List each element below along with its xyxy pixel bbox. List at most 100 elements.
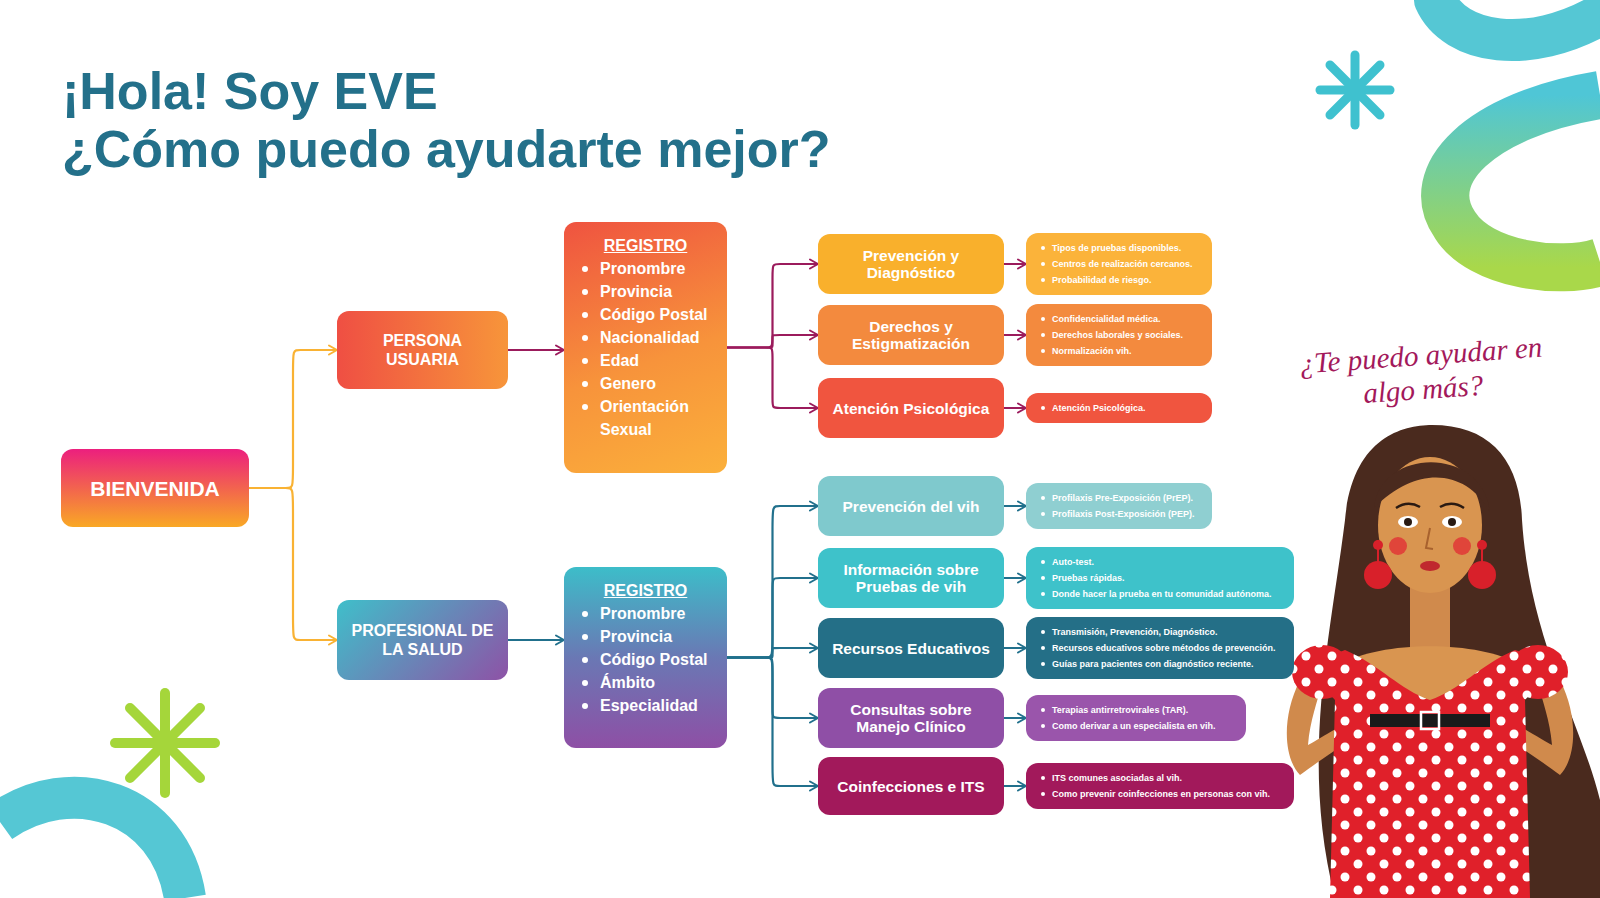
connector-arrow bbox=[1004, 334, 1026, 336]
list-item: Provincia bbox=[564, 625, 719, 648]
list-item: Orientación Sexual bbox=[564, 395, 719, 441]
list-item: Código Postal bbox=[564, 303, 719, 326]
list-item: Donde hacer la prueba en tu comunidad au… bbox=[1038, 586, 1280, 602]
list-item: Profilaxis Pre-Exposición (PrEP). bbox=[1038, 490, 1198, 506]
list-item: Probabilidad de riesgo. bbox=[1038, 272, 1198, 288]
connector-arrow bbox=[727, 648, 818, 658]
start-box: BIENVENIDA bbox=[61, 449, 249, 527]
list-item: Provincia bbox=[564, 280, 719, 303]
list-heading: REGISTRO bbox=[564, 234, 719, 257]
list-item: Guías para pacientes con diagnóstico rec… bbox=[1038, 656, 1280, 672]
box-label: PERSONA USUARIA bbox=[349, 331, 496, 369]
list-item: Especialidad bbox=[564, 694, 719, 717]
brow bbox=[1396, 504, 1464, 508]
eye bbox=[1442, 516, 1462, 528]
dress bbox=[1323, 650, 1538, 898]
connector-arrow bbox=[1004, 505, 1026, 507]
earring bbox=[1477, 540, 1487, 550]
list-item: Edad bbox=[564, 349, 719, 372]
connector-arrow bbox=[1004, 577, 1026, 579]
sleeve bbox=[1508, 645, 1568, 699]
box-label: Derechos y Estigmatización bbox=[828, 318, 994, 352]
box-label: Coinfecciones e ITS bbox=[828, 778, 994, 795]
detail-box: Terapias antirretrovirales (TAR).Como de… bbox=[1026, 695, 1246, 741]
list-item: Genero bbox=[564, 372, 719, 395]
earring bbox=[1468, 561, 1496, 589]
list-item: ITS comunes asociadas al vih. bbox=[1038, 770, 1280, 786]
list-item: Confidencialidad médica. bbox=[1038, 311, 1198, 327]
swoosh bbox=[1445, 95, 1600, 267]
box-label: Prevención y Diagnóstico bbox=[828, 247, 994, 281]
detail-box: ITS comunes asociadas al vih.Como preven… bbox=[1026, 763, 1294, 809]
detail-box: Profilaxis Pre-Exposición (PrEP).Profila… bbox=[1026, 483, 1212, 529]
bangs bbox=[1374, 462, 1490, 512]
pupil bbox=[1448, 518, 1456, 526]
box-label: PROFESIONAL DE LA SALUD bbox=[349, 621, 496, 659]
list-item: Terapias antirretrovirales (TAR). bbox=[1038, 702, 1232, 718]
title: ¡Hola! Soy EVE bbox=[62, 62, 438, 120]
connector-arrow bbox=[1004, 647, 1026, 649]
belt bbox=[1370, 714, 1490, 727]
list-item: Como derivar a un especialista en vih. bbox=[1038, 718, 1232, 734]
list-item: Centros de realización cercanos. bbox=[1038, 256, 1198, 272]
connector-arrow bbox=[727, 348, 818, 409]
nose bbox=[1426, 528, 1433, 549]
buckle bbox=[1421, 712, 1439, 729]
topic-box: Información sobre Pruebas de vih bbox=[818, 548, 1004, 608]
connector-arrow bbox=[1004, 785, 1026, 787]
list-item: Normalización vih. bbox=[1038, 343, 1198, 359]
lips bbox=[1420, 561, 1440, 571]
list-item: Tipos de pruebas disponibles. bbox=[1038, 240, 1198, 256]
detail-box: Tipos de pruebas disponibles.Centros de … bbox=[1026, 233, 1212, 295]
topic-box: Prevención y Diagnóstico bbox=[818, 234, 1004, 294]
swirl bbox=[1435, 0, 1600, 40]
connector-arrow bbox=[727, 578, 818, 658]
pupil bbox=[1404, 518, 1412, 526]
list-item: Recursos educativos sobre métodos de pre… bbox=[1038, 640, 1280, 656]
list-item: Código Postal bbox=[564, 648, 719, 671]
connector-arrow bbox=[508, 349, 564, 351]
cheek bbox=[1453, 537, 1471, 555]
connector-arrow bbox=[1004, 407, 1026, 409]
star bbox=[115, 693, 215, 793]
detail-box: Auto-test.Pruebas rápidas.Donde hacer la… bbox=[1026, 547, 1294, 609]
eye bbox=[1398, 516, 1418, 528]
connector-arrow bbox=[249, 350, 337, 488]
connector-arrow bbox=[727, 506, 818, 658]
topic-box: Recursos Educativos bbox=[818, 618, 1004, 678]
connector-arrow bbox=[727, 658, 818, 787]
connector-arrow bbox=[249, 488, 337, 640]
box-label: Consultas sobre Manejo Clínico bbox=[828, 701, 994, 735]
detail-box: Atención Psicológica. bbox=[1026, 393, 1212, 423]
list-item: Atención Psicológica. bbox=[1038, 400, 1198, 416]
topic-box: Derechos y Estigmatización bbox=[818, 305, 1004, 365]
earring bbox=[1364, 561, 1392, 589]
hair bbox=[1319, 425, 1600, 898]
connector-arrow bbox=[727, 264, 818, 348]
list-item: Auto-test. bbox=[1038, 554, 1280, 570]
box-label: BIENVENIDA bbox=[90, 479, 220, 498]
detail-box: Transmisión, Prevención, Diagnóstico.Rec… bbox=[1026, 617, 1294, 679]
list-item: Pronombre bbox=[564, 602, 719, 625]
connector-arrow bbox=[508, 639, 564, 641]
start-box: PERSONA USUARIA bbox=[337, 311, 508, 389]
list-item: Profilaxis Post-Exposición (PEP). bbox=[1038, 506, 1198, 522]
swirl bbox=[0, 798, 185, 898]
list-item: Transmisión, Prevención, Diagnóstico. bbox=[1038, 624, 1280, 640]
list-item: Pruebas rápidas. bbox=[1038, 570, 1280, 586]
connector-arrow bbox=[1004, 717, 1026, 719]
box-label: Recursos Educativos bbox=[828, 640, 994, 657]
list-item: Ámbito bbox=[564, 671, 719, 694]
connector-arrow bbox=[1004, 263, 1026, 265]
topic-box: Prevención del vih bbox=[818, 476, 1004, 536]
list-item: Nacionalidad bbox=[564, 326, 719, 349]
earring bbox=[1373, 540, 1383, 550]
speech-text: ¿Te puedo ayudar en algo más? bbox=[1280, 328, 1564, 415]
sleeve bbox=[1292, 645, 1352, 699]
star bbox=[1320, 55, 1390, 125]
list-item: Como prevenir coinfecciones en personas … bbox=[1038, 786, 1280, 802]
cheek bbox=[1389, 537, 1407, 555]
box-label: Prevención del vih bbox=[828, 498, 994, 515]
start-box: PROFESIONAL DE LA SALUD bbox=[337, 600, 508, 680]
